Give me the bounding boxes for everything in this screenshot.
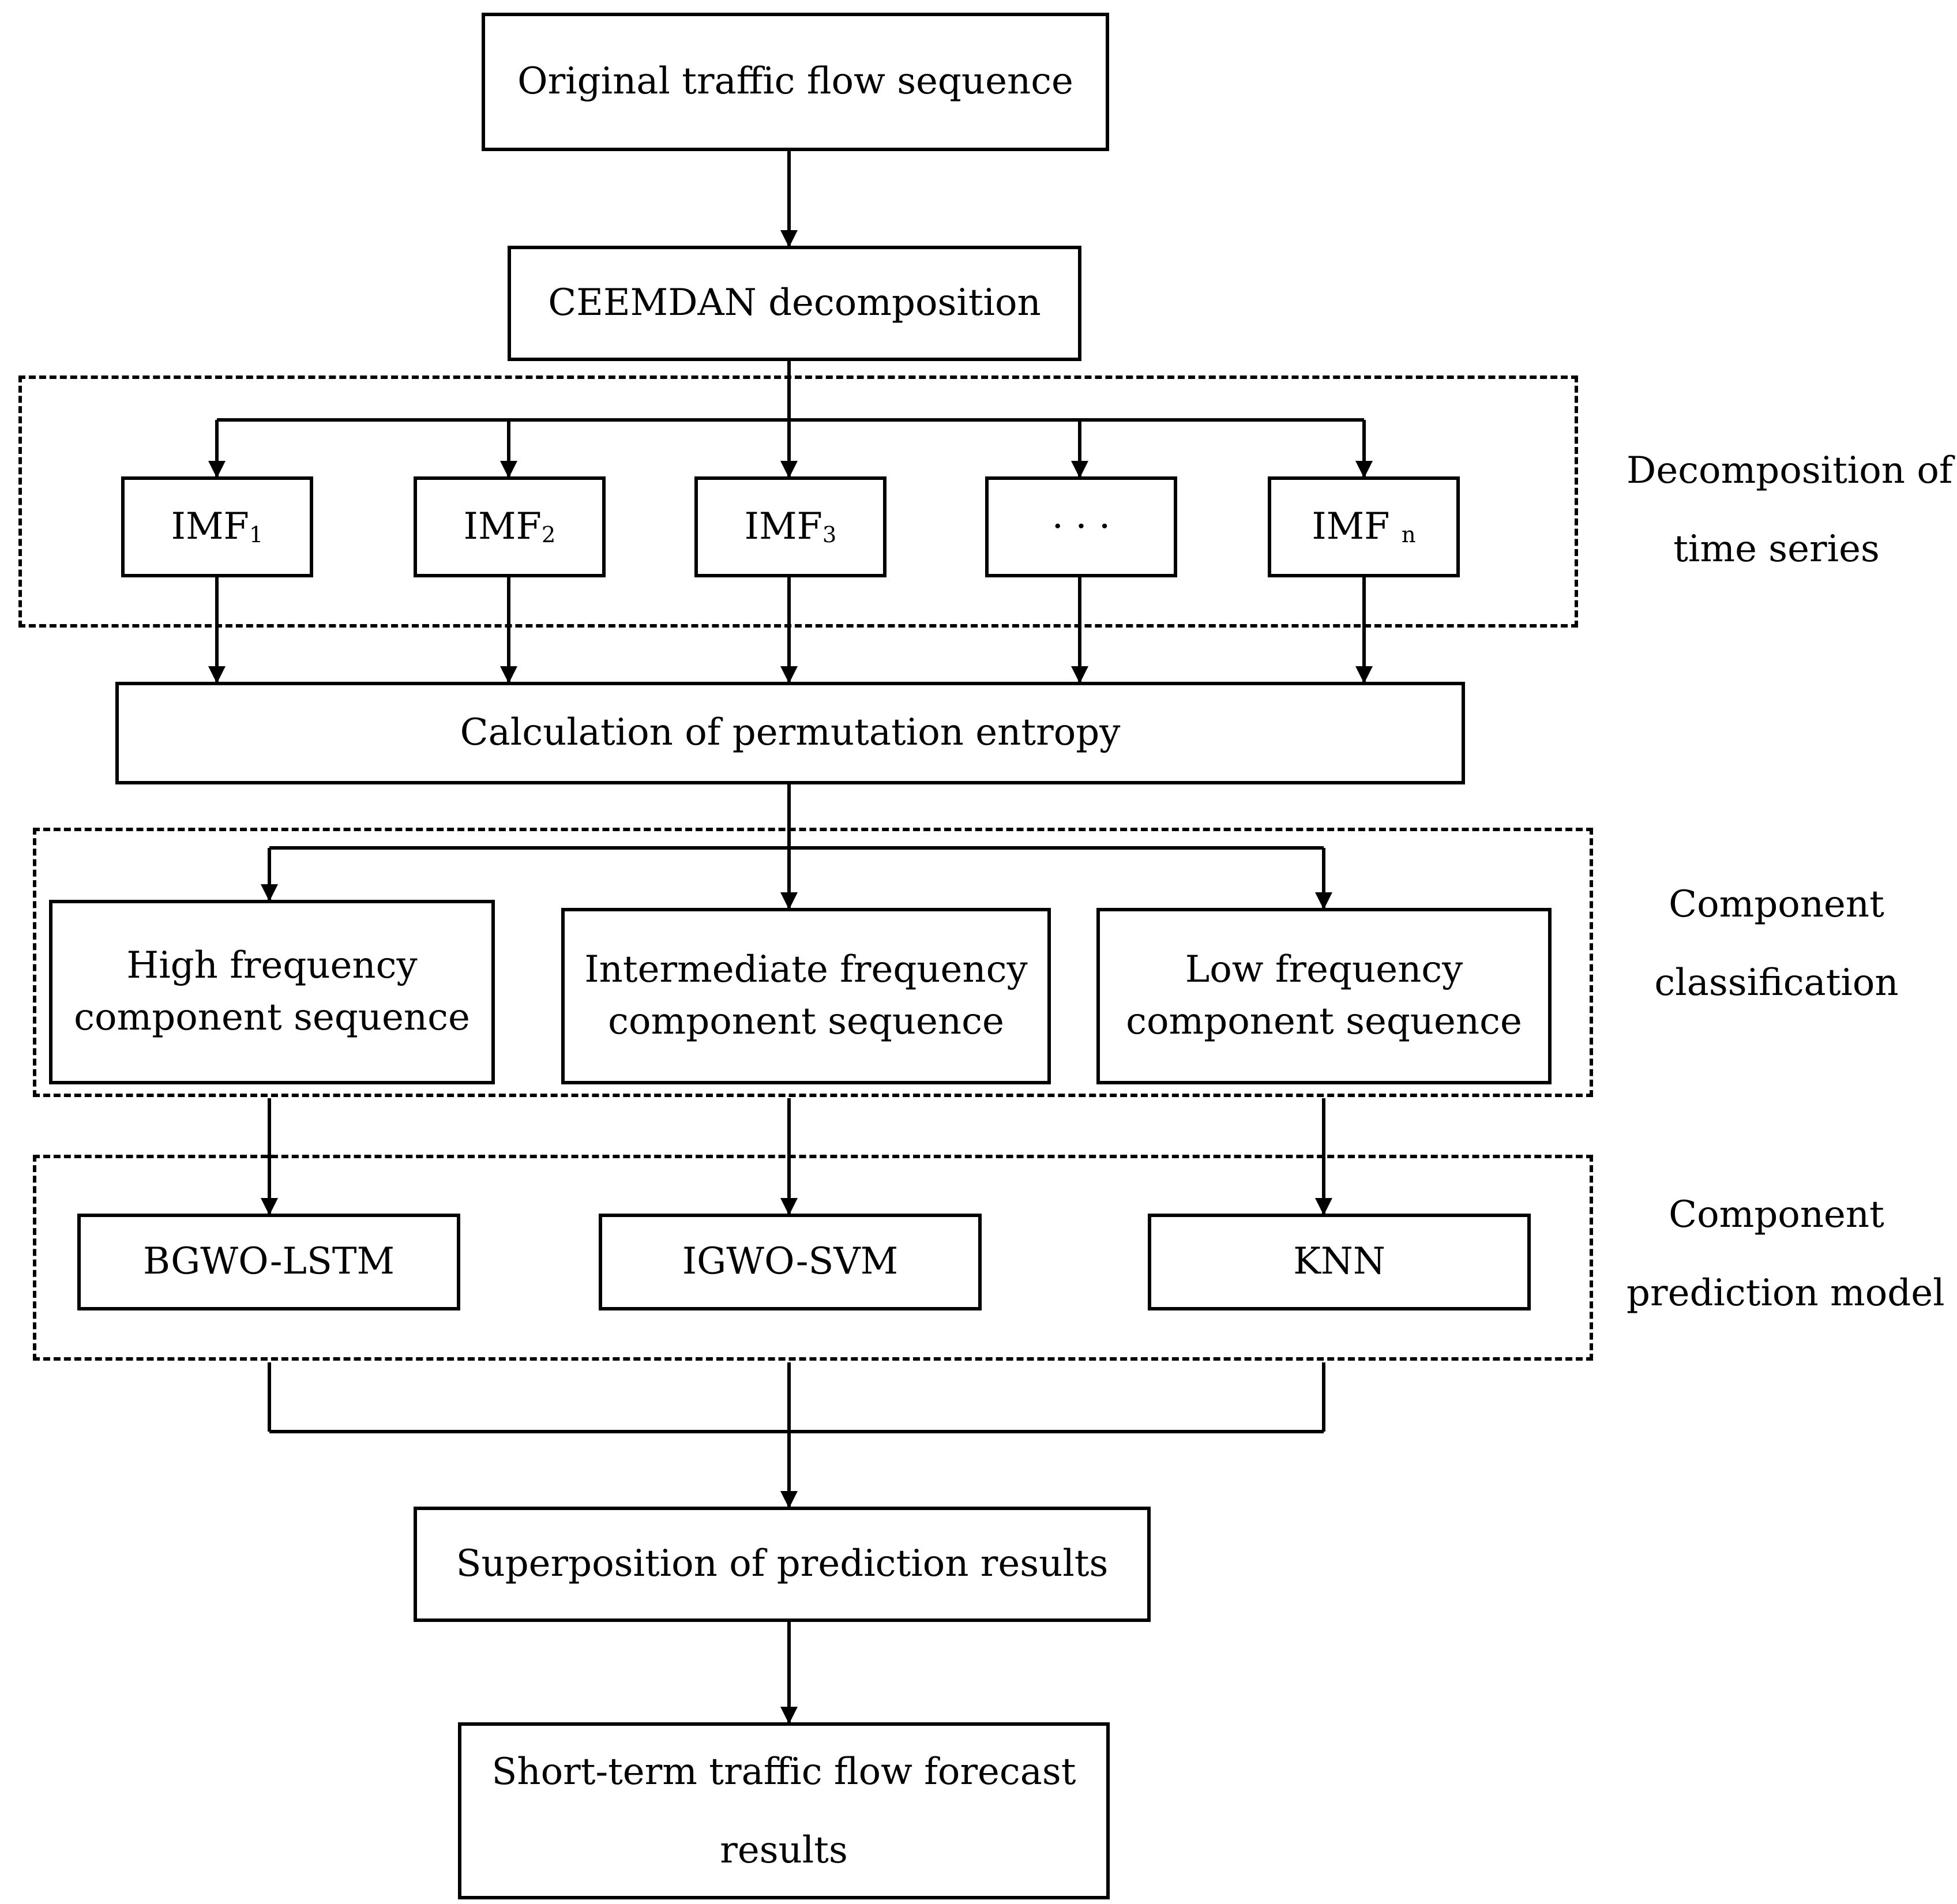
node-imf1-label: IMF1 [171,505,264,548]
node-original-label: Original traffic flow sequence [517,60,1073,103]
node-imf1: IMF1 [121,476,313,577]
node-imf2-label: IMF2 [463,505,556,548]
node-bgwo-lstm: BGWO-LSTM [77,1214,460,1310]
side-label-prediction: Component prediction model [1627,1193,1945,1315]
node-intermediate-frequency: Intermediate frequency component sequenc… [561,908,1051,1084]
node-low-label: Low frequency component sequence [1126,948,1522,1043]
node-forecast-results: Short-term traffic flow forecast results [458,1722,1110,1899]
node-ceemdan-label: CEEMDAN decomposition [548,281,1041,325]
node-intermediate-label: Intermediate frequency component sequenc… [584,948,1028,1043]
node-imf2: IMF2 [414,476,606,577]
node-imfn-label: IMF n [1312,505,1416,548]
group-decomposition-frame [18,375,1578,628]
node-bgwo-label: BGWO-LSTM [142,1240,395,1283]
group-prediction-frame [33,1155,1593,1361]
node-igwo-svm: IGWO-SVM [599,1214,982,1310]
node-permutation-entropy: Calculation of permutation entropy [115,682,1465,784]
side-label-decomposition: Decomposition of time series [1627,449,1953,570]
node-imf3-label: IMF3 [744,505,837,548]
node-forecast-label: Short-term traffic flow forecast results [491,1750,1076,1872]
node-knn: KNN [1148,1214,1531,1310]
node-imf-ellipsis: · · · [985,476,1177,577]
node-imf-ellipsis-label: · · · [1051,505,1111,548]
group-classification-frame [33,828,1593,1097]
node-imf3: IMF3 [694,476,887,577]
node-original-traffic-flow: Original traffic flow sequence [482,13,1109,151]
node-entropy-label: Calculation of permutation entropy [460,711,1121,754]
node-high-frequency: High frequency component sequence [49,900,495,1084]
node-superposition: Superposition of prediction results [414,1507,1151,1622]
node-ceemdan-decomposition: CEEMDAN decomposition [508,246,1081,361]
node-igwo-label: IGWO-SVM [682,1240,899,1283]
node-imfn: IMF n [1268,476,1460,577]
node-knn-label: KNN [1293,1240,1385,1283]
node-superposition-label: Superposition of prediction results [456,1542,1109,1586]
node-high-label: High frequency component sequence [74,944,470,1039]
side-label-classification: Component classification [1654,883,1899,1004]
node-low-frequency: Low frequency component sequence [1096,908,1552,1084]
